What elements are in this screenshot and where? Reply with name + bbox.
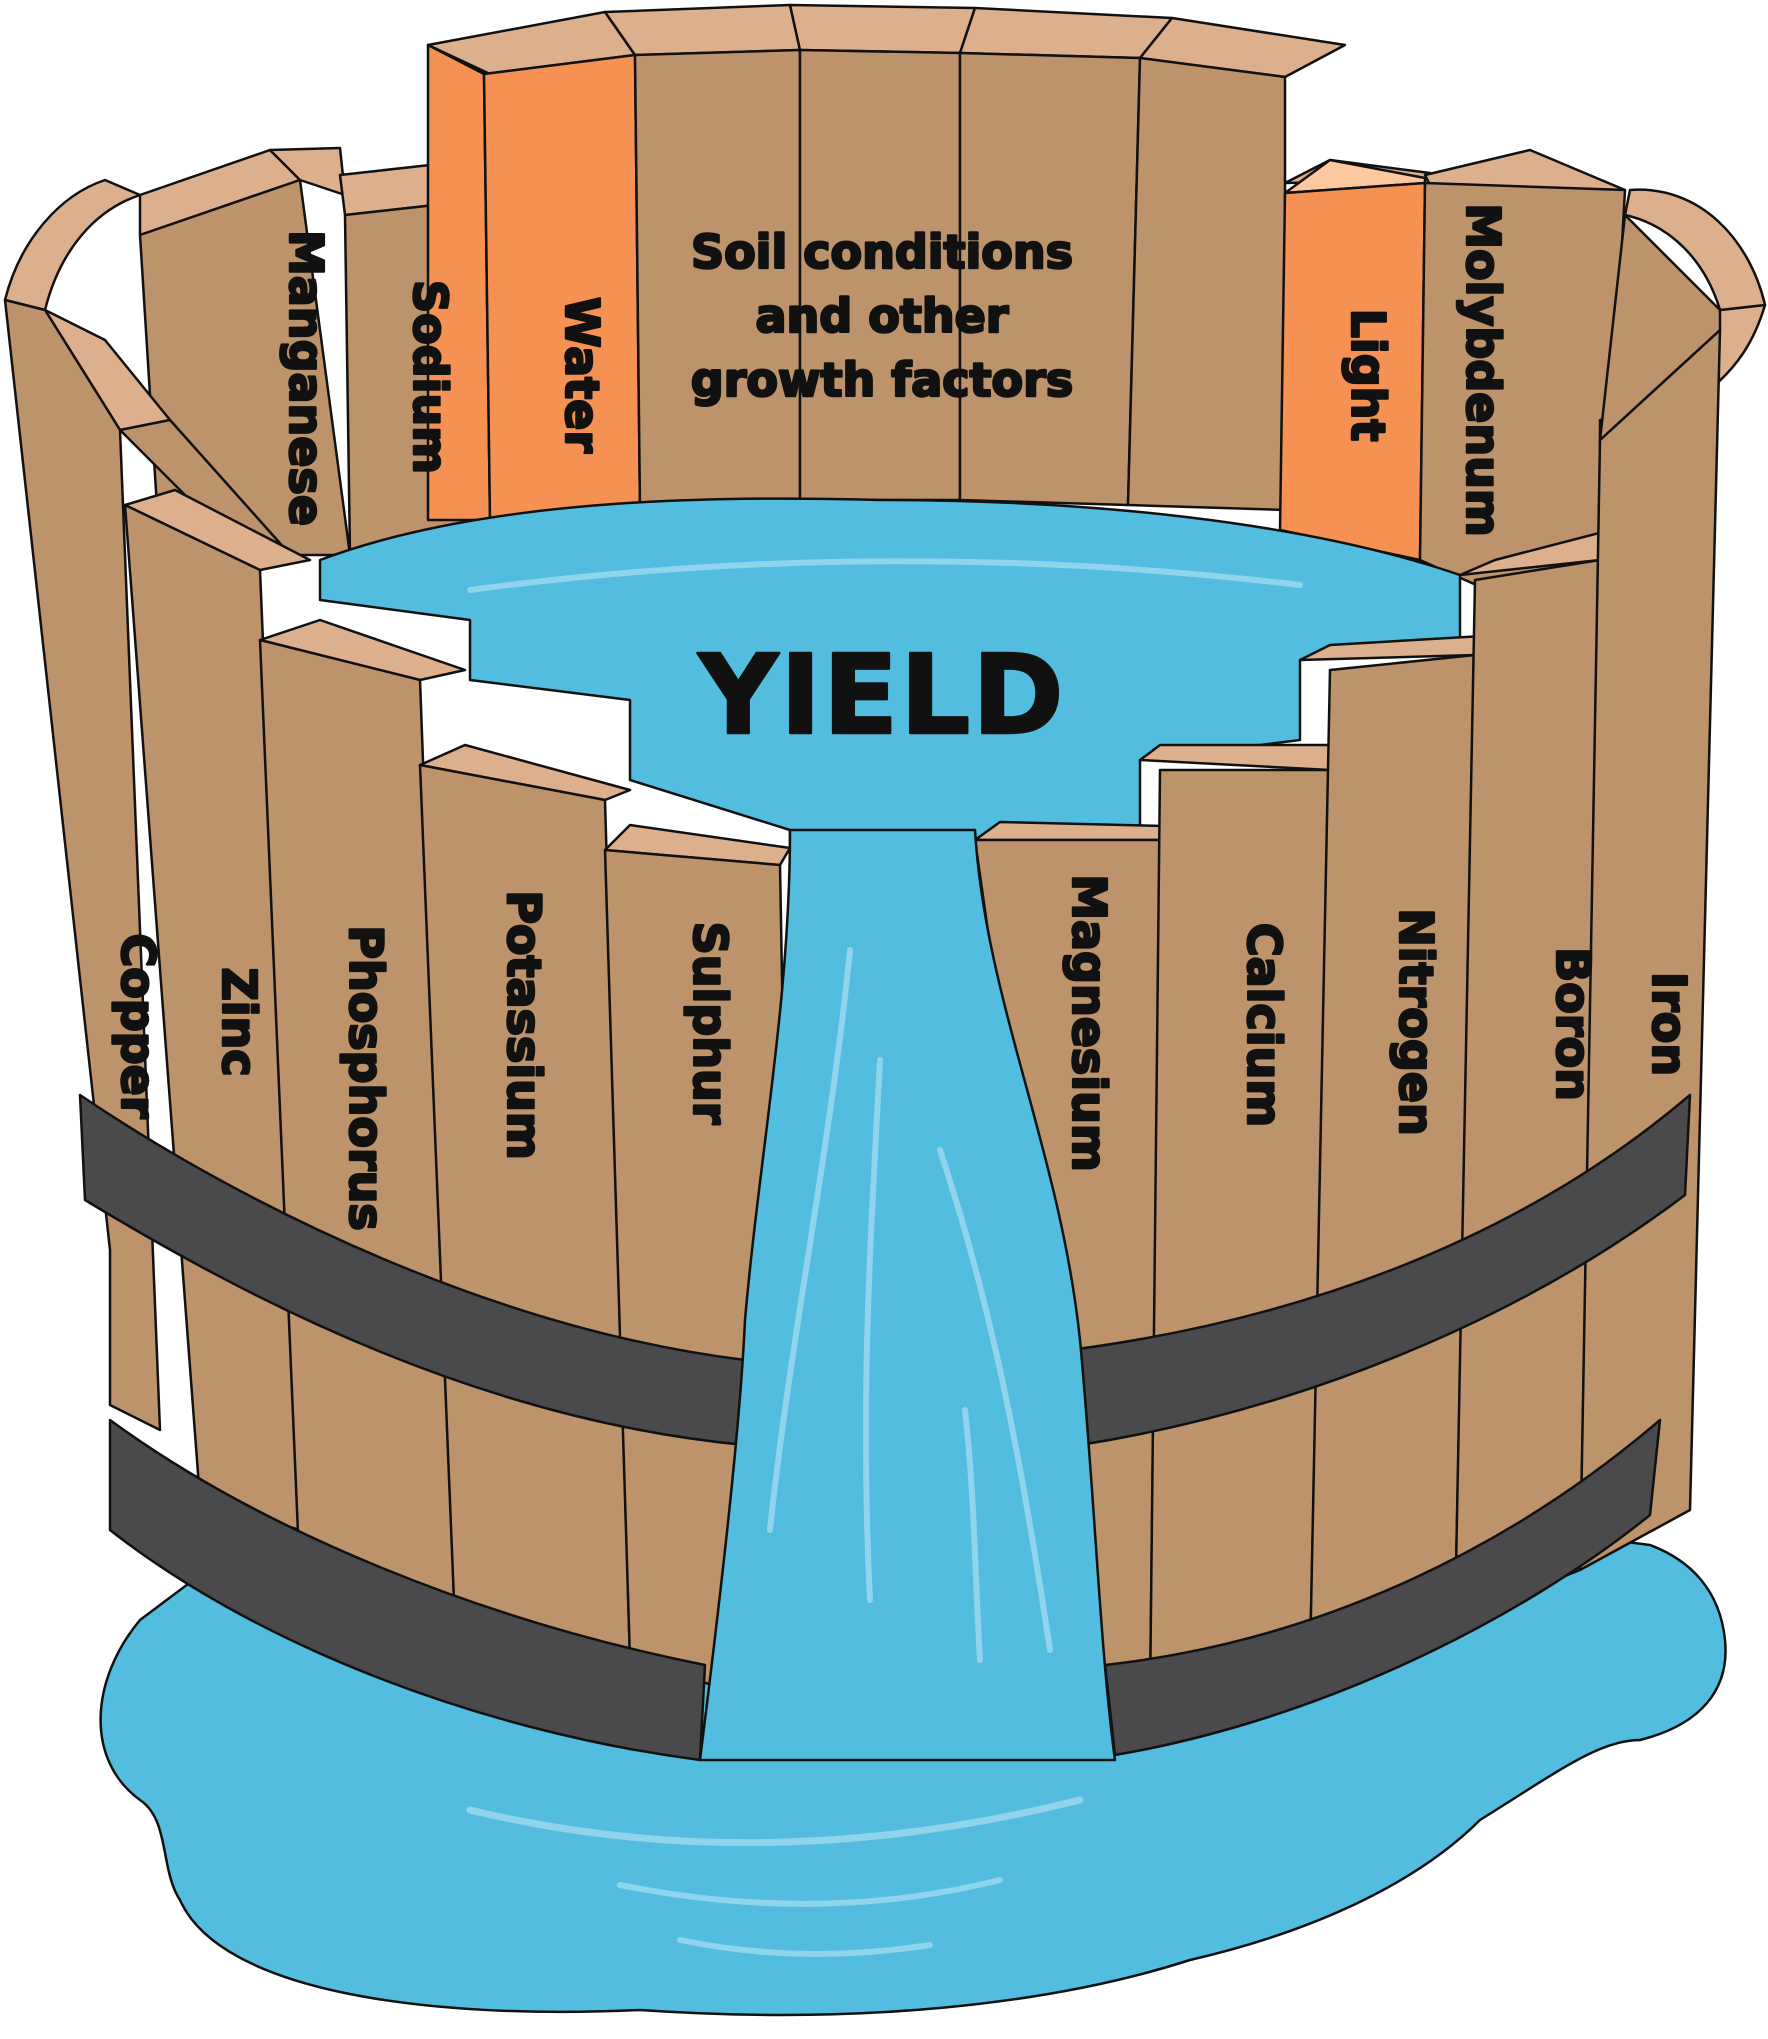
lower-hoop-right bbox=[1103, 1418, 1662, 1757]
stave-label-sodium: Sodium bbox=[403, 280, 457, 474]
stave-label-iron: Iron bbox=[1642, 972, 1696, 1076]
stave-label-nitrogen: Nitrogen bbox=[1389, 908, 1443, 1135]
stave-label-molybdenum: Molybdenum bbox=[1456, 203, 1510, 537]
stave-label-calcium: Calcium bbox=[1237, 923, 1291, 1127]
puddle-shine bbox=[466, 1796, 1084, 1847]
water-stream bbox=[698, 828, 1117, 1762]
upper-hoop-right bbox=[1068, 1093, 1692, 1447]
stave-label-phosphorus: Phosphorus bbox=[339, 925, 393, 1231]
stave-label-water: Water bbox=[555, 297, 609, 453]
puddle-shine bbox=[677, 1937, 933, 1957]
center-factor-line-1: Soil conditions bbox=[691, 225, 1073, 279]
stave-label-sulphur: Sulphur bbox=[683, 922, 737, 1125]
back-staves bbox=[138, 43, 1627, 642]
stave-label-manganese: Manganese bbox=[279, 230, 333, 526]
water-surface-shine bbox=[467, 558, 1303, 593]
puddle-shine bbox=[617, 1877, 1003, 1907]
stave-label-zinc: Zinc bbox=[212, 967, 266, 1076]
right-front-staves bbox=[973, 188, 1767, 1722]
stave-label-light: Light bbox=[1341, 309, 1395, 442]
stave-label-magnesium: Magnesium bbox=[1062, 874, 1116, 1172]
center-factor-line-2: and other bbox=[756, 289, 1009, 343]
yield-label: YIELD bbox=[696, 631, 1065, 759]
stave-label-copper: Copper bbox=[111, 933, 165, 1118]
stave-label-boron: Boron bbox=[1546, 947, 1600, 1101]
stave-label-potassium: Potassium bbox=[497, 890, 551, 1160]
stream-shine bbox=[767, 947, 1053, 1663]
center-factor-line-3: growth factors bbox=[691, 353, 1073, 407]
